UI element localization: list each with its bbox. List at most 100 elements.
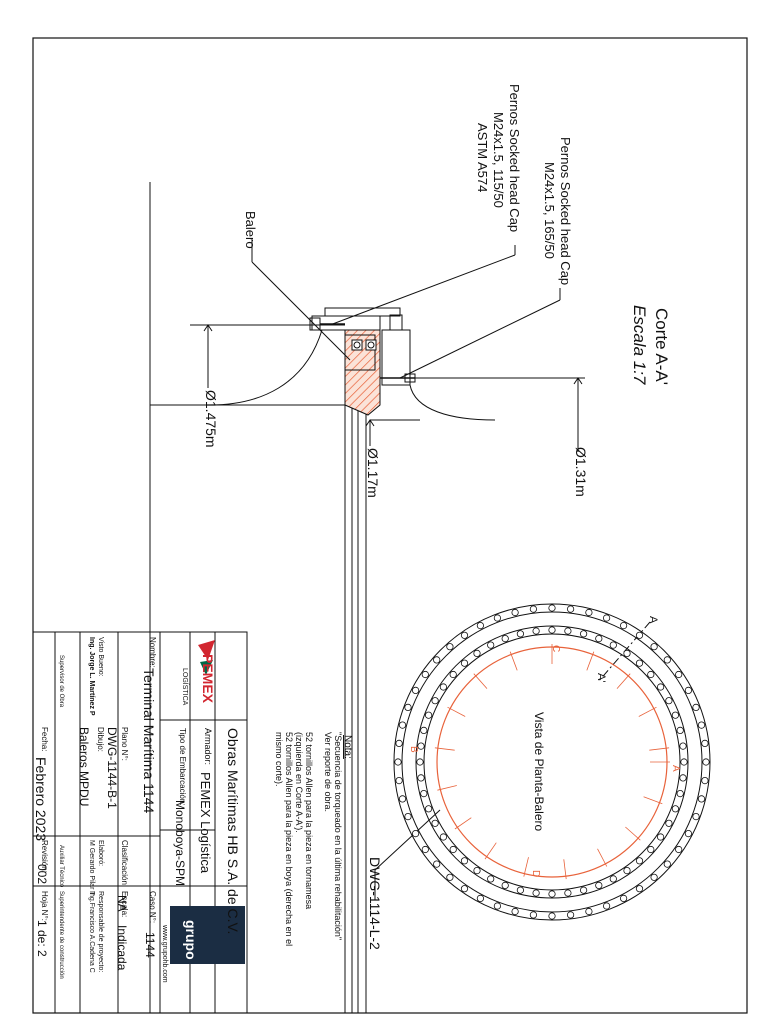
bolt-hole [647, 670, 655, 679]
bolt-hole [420, 789, 428, 798]
bolt-hole [701, 776, 709, 785]
bolt-hole [420, 726, 428, 735]
bolt-callout-1-line1: Pernos Socked head Cap [558, 137, 573, 286]
bolt-hole [602, 902, 611, 910]
bolt-hole [439, 833, 447, 841]
case-label: Caso N°: [148, 891, 157, 924]
bolt-hole [650, 643, 658, 651]
bolt-hole [680, 758, 688, 766]
notes-line-6: 52 tornillos Allen para la pieza en boya… [284, 732, 294, 947]
name-label: Nombre: [148, 637, 157, 668]
prepared-label: Elaboró: [97, 840, 104, 867]
bolt-hole [579, 630, 588, 638]
approved-role: Supervisor de Obra [58, 655, 64, 708]
pemex-logo-subtext: LOGÍSTICA [181, 668, 188, 706]
responsible-value: Ing.Francisco A.Cadena C [88, 891, 95, 973]
bolt-hole [532, 627, 540, 635]
bolt-hole [421, 670, 429, 679]
bolt-hole [679, 742, 687, 750]
bolt-hole [548, 626, 556, 634]
bolt-hole [635, 885, 644, 893]
bolt-hole [663, 656, 671, 664]
bolt-hole [460, 885, 469, 893]
bolt-hole [602, 614, 611, 622]
torque-mark [523, 857, 529, 877]
bolt-hole [595, 634, 603, 643]
bolt-hole [701, 739, 709, 748]
sequence-letter-b: B [408, 746, 419, 753]
vessel-type-label: Tipo de Embarcación: [178, 728, 187, 806]
bolt-hole [635, 857, 644, 865]
bolt-hole [417, 774, 425, 782]
date-value: Febrero 2023 [33, 757, 49, 842]
plan-reference: DWG-1114-L-2 [367, 857, 383, 950]
bolt-hole [501, 881, 509, 890]
bolt-hole [548, 890, 556, 898]
responsible-role: Superintendente de construcción [58, 891, 64, 979]
bolt-hole [394, 758, 402, 766]
bolt-callout-1-line2: M24x1.5, 165/50 [542, 162, 557, 259]
section-view [149, 182, 585, 1013]
bolt-hole [609, 875, 617, 883]
title-block [32, 631, 248, 1014]
notes-line-1: "Secuencia de torqueado en la última reh… [333, 732, 343, 941]
notes-heading: Nota: [342, 735, 353, 759]
bolt-hole [675, 670, 683, 679]
torque-mark [616, 673, 631, 689]
dimension-inner: Ø1.475m [203, 390, 219, 448]
scale-value: Indicada [115, 925, 129, 971]
bolt-hole [398, 721, 407, 729]
responsible-label: Responsable de proyecto: [97, 891, 104, 973]
bolt-hole [619, 621, 628, 630]
vessel-type-value: Monoboya-SPM [173, 800, 187, 887]
bolt-hole [684, 686, 693, 695]
torque-mark [447, 706, 466, 717]
bolt-hole [460, 857, 469, 865]
dimension-outer: Ø1.31m [573, 447, 589, 497]
bolt-hole [493, 614, 501, 622]
bolt-hole [473, 866, 481, 875]
torque-mark [586, 651, 595, 671]
bolt-hole [564, 889, 572, 897]
bolt-hole [564, 627, 572, 635]
bolt-hole [609, 641, 617, 649]
sheet-border [32, 37, 748, 1014]
sequence-letter-d: D [530, 870, 541, 878]
bolt-hole [449, 845, 457, 854]
bolt-hole [433, 860, 441, 868]
bolt-hole [663, 860, 671, 868]
torque-mark [638, 706, 657, 717]
bolt-hole [416, 758, 424, 766]
torque-mark [434, 747, 455, 751]
bolt-hole [656, 683, 665, 691]
bolt-hole [595, 881, 603, 890]
notes-line-2: Ver reporte de obra. [323, 732, 333, 813]
bolt-hole [697, 795, 706, 803]
bolt-hole [487, 641, 495, 649]
prepared-value: M Gerardo Pilar T [88, 840, 95, 896]
bolt-hole [623, 866, 631, 875]
pemex-logo [198, 640, 215, 675]
bolt-hole [433, 656, 441, 664]
prepared-role: Auxiliar Técnico [58, 845, 64, 888]
pemex-logo-text: PEMEX [200, 654, 216, 704]
torque-mark [473, 673, 488, 689]
bolt-hole [417, 742, 425, 750]
bolt-hole [650, 873, 658, 881]
bolt-hole [424, 805, 433, 813]
bolt-hole [635, 659, 644, 667]
owner-value: PEMEX Logística [198, 772, 213, 874]
bolt-hole [623, 649, 631, 658]
torque-mark [625, 826, 641, 841]
bolt-callout-2-line2: M24x1.5, 115/50 [491, 112, 506, 208]
section-scale: Escala 1:7 [630, 305, 649, 385]
bolt-hole [675, 845, 683, 854]
bolt-hole [566, 911, 575, 919]
torque-mark [454, 817, 472, 830]
section-mark-a: A [647, 616, 659, 624]
bolt-hole [619, 894, 628, 903]
torque-mark [563, 859, 567, 880]
scale-label: Escala: [120, 891, 129, 918]
bolt-hole [493, 902, 501, 910]
